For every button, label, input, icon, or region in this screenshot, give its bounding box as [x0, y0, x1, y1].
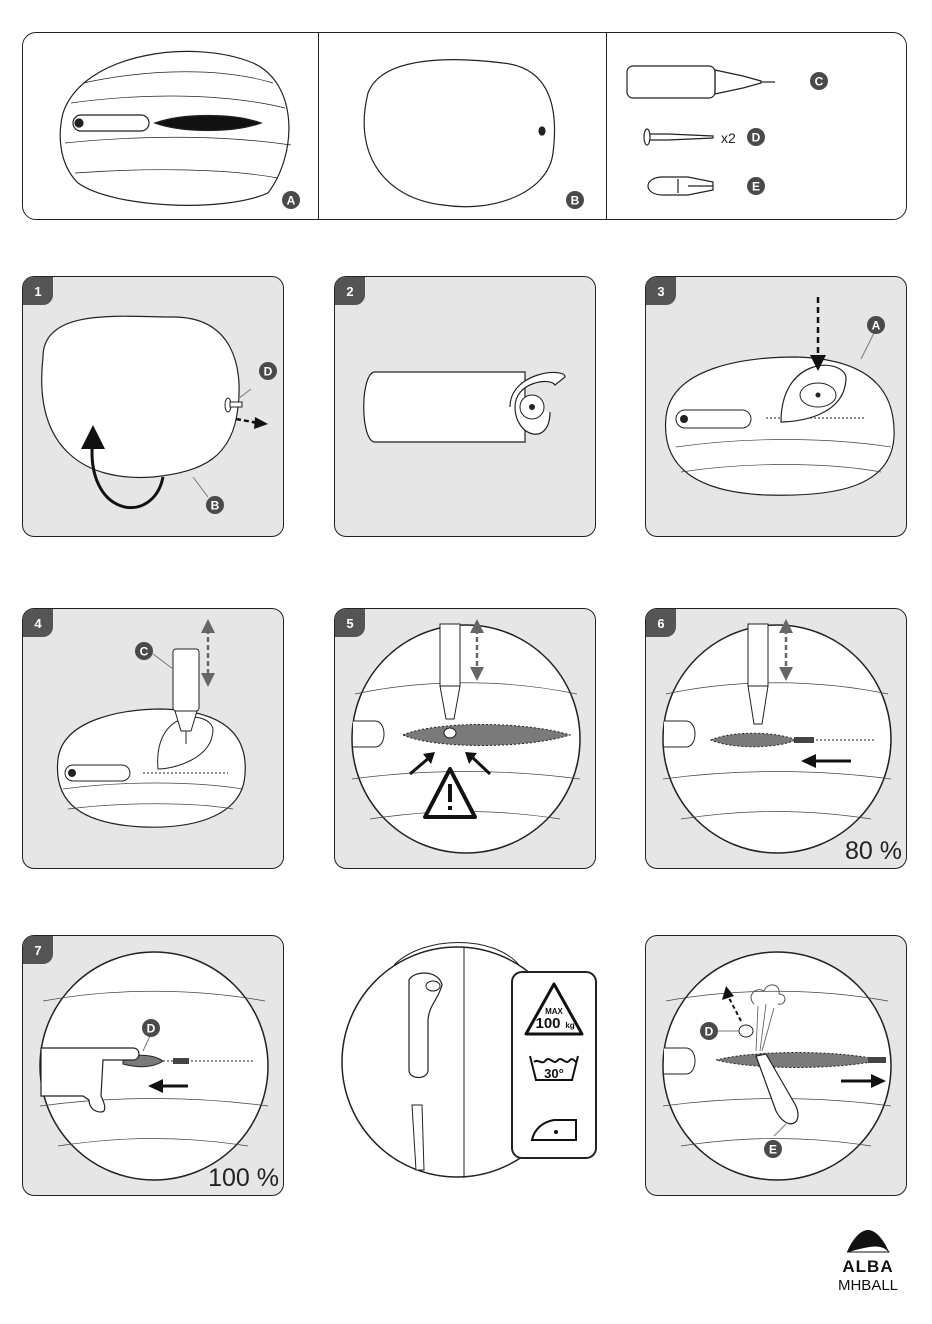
part-label-d: D — [752, 131, 761, 145]
brand-name: ALBA — [842, 1257, 894, 1276]
right-arrow-icon — [871, 1074, 886, 1088]
divider — [606, 33, 607, 219]
part-label-c: C — [815, 75, 824, 89]
step-1-illustration: D B — [41, 315, 277, 514]
step-3-illustration: A — [664, 297, 895, 496]
label-c: C — [140, 645, 149, 659]
step-number: 5 — [335, 609, 365, 637]
step-number: 3 — [646, 277, 676, 305]
step-4-illustration: C — [56, 619, 246, 828]
label-b: B — [211, 499, 220, 513]
plug-illustration — [643, 128, 714, 146]
model-code: MHBALL — [837, 1277, 899, 1294]
iron-icon — [530, 1119, 577, 1141]
rotate-arrow-icon — [90, 436, 165, 510]
plug-quantity: x2 — [721, 130, 736, 146]
step-6-panel: 6 80 % — [645, 608, 907, 869]
air-release-icon — [750, 984, 786, 1005]
care-label: MAX 100 kg 30° — [511, 971, 597, 1159]
step-2-panel: 2 — [334, 276, 596, 537]
part-label-e: E — [752, 180, 760, 194]
label-d: D — [705, 1025, 714, 1039]
brand-logo: ALBA MHBALL — [826, 1228, 910, 1294]
step-1-panel: 1 D B — [22, 276, 284, 537]
warning-icon — [423, 767, 477, 819]
part-label-a: A — [287, 194, 296, 208]
step-number: 7 — [23, 936, 53, 964]
removal-tool-illustration — [647, 176, 714, 196]
max-weight-icon — [524, 982, 584, 1036]
weight-unit: kg — [565, 1021, 574, 1030]
step-6-illustration — [662, 619, 892, 854]
ball-cover-illustration — [59, 50, 292, 206]
divider — [318, 33, 319, 219]
step-number: 6 — [646, 609, 676, 637]
max-label: MAX — [545, 1007, 563, 1016]
removal-tool-icon — [755, 1053, 799, 1125]
part-label-b: B — [571, 194, 580, 208]
parts-illustrations: A B C x2 D — [59, 50, 828, 209]
step-5-panel: 5 — [334, 608, 596, 869]
max-weight-value: 100 — [535, 1015, 560, 1032]
wash-temperature: 30° — [544, 1066, 564, 1081]
wash-tub-icon — [529, 1055, 579, 1081]
step-4-panel: 4 C — [22, 608, 284, 869]
pump-illustration — [626, 65, 775, 99]
pump-motion-arrow-icon — [201, 673, 215, 687]
inflation-progress: 80 % — [845, 837, 902, 865]
step-5-illustration — [351, 619, 581, 854]
step-7-illustration: D — [39, 951, 269, 1181]
parts-overview: A B C x2 D — [22, 32, 907, 220]
step-number: 1 — [23, 277, 53, 305]
inflation-progress: 100 % — [208, 1164, 279, 1192]
alba-logo-icon — [846, 1230, 891, 1253]
down-arrow-icon — [810, 355, 826, 371]
deflate-illustration: D E — [662, 951, 892, 1181]
label-a: A — [872, 319, 881, 333]
step-7-panel: 7 D 100 % — [22, 935, 284, 1196]
label-d: D — [264, 365, 273, 379]
left-arrow-icon — [801, 754, 816, 768]
pull-out-arrow-icon — [254, 417, 268, 429]
deflate-panel: D E — [645, 935, 907, 1196]
finger-icon — [40, 1047, 140, 1113]
step-number: 4 — [23, 609, 53, 637]
inner-ball-illustration — [363, 59, 556, 208]
step-number: 2 — [335, 277, 365, 305]
label-d: D — [147, 1022, 156, 1036]
step-2-illustration — [363, 371, 566, 443]
step-3-panel: 3 A — [645, 276, 907, 537]
finished-ball-illustration: MAX 100 kg 30° — [341, 942, 597, 1178]
label-e: E — [769, 1143, 777, 1157]
